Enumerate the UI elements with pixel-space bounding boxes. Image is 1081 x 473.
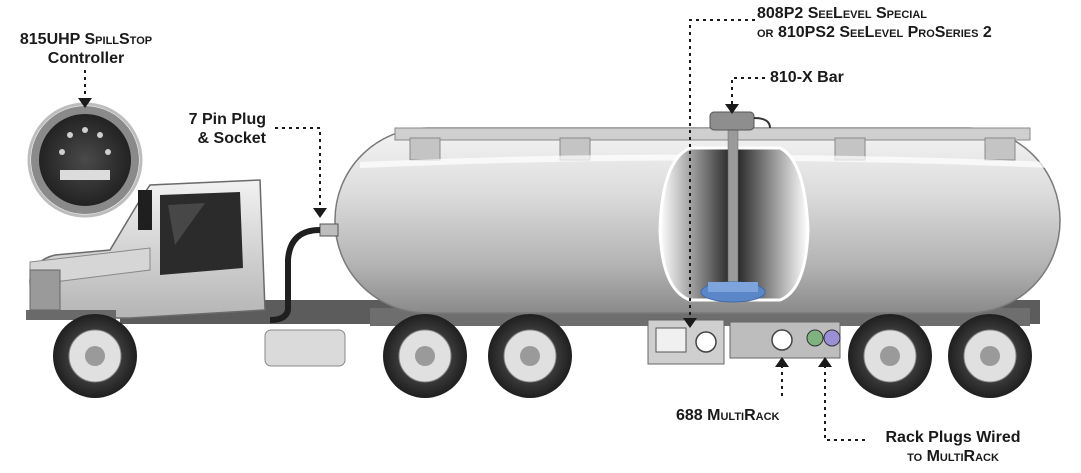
label-rack-line2: to MultiRack <box>907 448 999 465</box>
inlet-socket <box>319 223 339 237</box>
wheel <box>53 314 137 398</box>
label-controller-line1: 815UHP SpillStop <box>19 31 153 48</box>
float-body <box>708 282 758 292</box>
arrow-controller <box>78 98 92 108</box>
label-gauge-line2: or 810PS2 SeeLevel ProSeries 2 <box>757 24 992 41</box>
leader-gauge <box>689 19 755 320</box>
label-plug: 7 Pin Plug & Socket <box>164 110 266 148</box>
arrow-rack <box>818 357 832 367</box>
wheel <box>488 314 572 398</box>
leader-bar <box>731 77 765 108</box>
rack-plug-2 <box>823 329 841 347</box>
leader-arrows <box>78 98 832 367</box>
bar-housing <box>709 111 755 131</box>
side-mirror <box>138 190 152 230</box>
label-rack-line1: Rack Plugs Wired <box>885 429 1021 446</box>
label-plug-line2: & Socket <box>197 130 266 147</box>
label-plug-line1: 7 Pin Plug <box>188 111 266 128</box>
dial-display <box>60 170 110 180</box>
cable-hose <box>269 227 321 323</box>
label-gauge: 808P2 SeeLevel Special or 810PS2 SeeLeve… <box>757 4 992 42</box>
arrow-multirack <box>775 357 789 367</box>
wheels <box>53 314 1032 398</box>
gauge-screen <box>655 327 687 353</box>
wheel <box>848 314 932 398</box>
leader-plug <box>275 127 321 210</box>
label-bar: 810-X Bar <box>770 68 844 87</box>
multirack-meter <box>771 329 793 351</box>
label-rack-plugs: Rack Plugs Wired to MultiRack <box>868 428 1038 466</box>
bar-cable <box>753 117 771 129</box>
bumper <box>26 310 116 320</box>
grille <box>29 269 61 311</box>
probe-rod <box>727 119 739 291</box>
gauge-meter <box>695 331 717 353</box>
wheel <box>948 314 1032 398</box>
label-gauge-line1: 808P2 SeeLevel Special <box>757 5 928 22</box>
label-multirack: 688 MultiRack <box>676 406 779 425</box>
rack-plug-icon <box>806 329 824 347</box>
tank-top-rail <box>394 127 1031 141</box>
leader-lines <box>84 19 865 441</box>
arrow-bar <box>725 104 739 114</box>
arrow-plug <box>313 208 327 218</box>
label-controller-line2: Controller <box>47 50 125 67</box>
label-bar-text: 810-X Bar <box>770 69 844 86</box>
arrow-gauge <box>683 318 697 328</box>
controller-dial-icon <box>31 106 139 214</box>
cab-window-glare <box>168 203 205 245</box>
dial-lights <box>59 127 111 155</box>
fuel-tank <box>264 329 346 367</box>
wheel <box>383 314 467 398</box>
label-multirack-text: 688 MultiRack <box>676 407 780 424</box>
tank-rail-posts <box>409 137 1016 161</box>
label-controller: 815UHP SpillStop Controller <box>6 30 166 68</box>
